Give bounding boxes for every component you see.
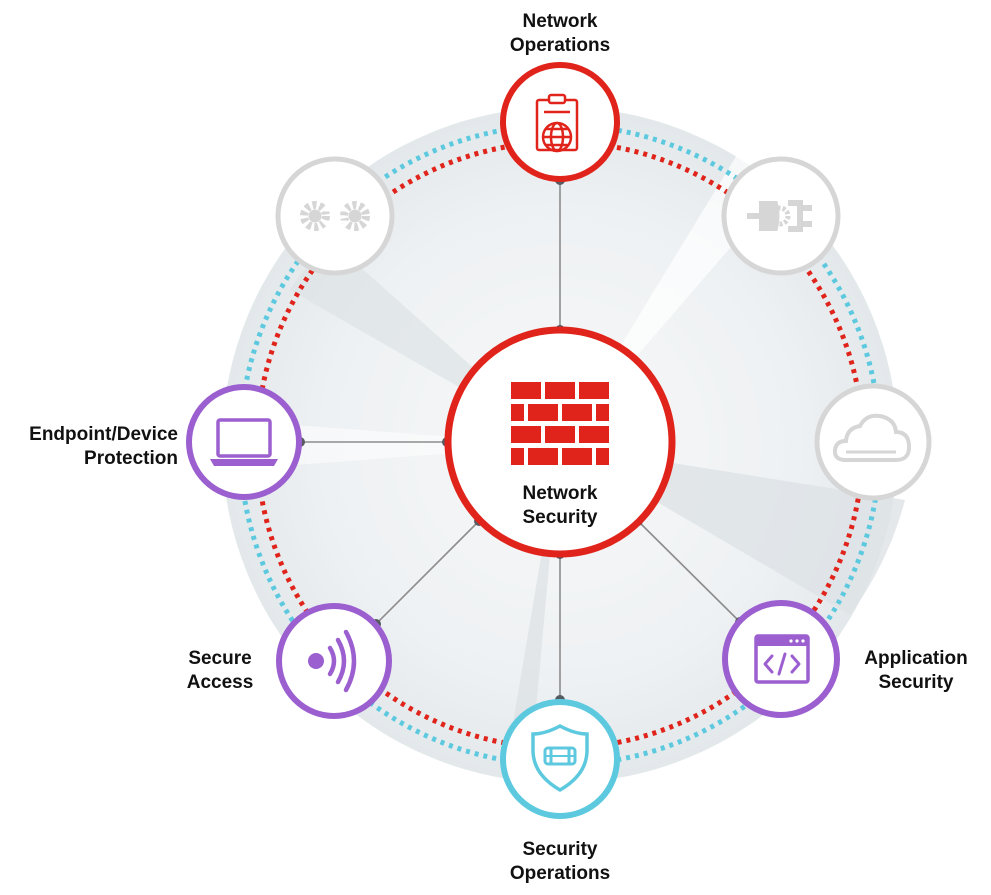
light-wedge [227, 420, 560, 470]
connector-secure-access [375, 520, 480, 625]
node-gears-inactive [275, 156, 395, 276]
node-security-operations [500, 699, 620, 819]
label-application-security: Application Security [864, 648, 968, 693]
connectors [300, 180, 741, 700]
center-node-network-security [444, 326, 676, 558]
code-window-icon [754, 634, 810, 684]
node-network-operations [500, 62, 620, 182]
label-secure-access: Secure Access [186, 648, 254, 693]
brick-firewall-icon [511, 382, 609, 465]
node-secure-access [276, 603, 392, 719]
node-cloud-inactive [814, 383, 932, 501]
shield-chip-icon [531, 724, 589, 793]
cloud-icon [832, 413, 912, 462]
gears-icon [300, 201, 370, 231]
connector-application-security [637, 520, 741, 623]
laptop-icon [210, 418, 278, 466]
node-application-security [722, 600, 840, 718]
plug-gear-icon [747, 200, 812, 232]
node-endpoint-device-protection [186, 384, 302, 500]
clipboard-globe-icon [535, 93, 579, 153]
label-network-operations: Network Operations [509, 11, 611, 56]
label-endpoint-device-protection: Endpoint/Device Protection [29, 424, 178, 469]
label-security-operations: Security Operations [509, 839, 611, 884]
node-plug-inactive [721, 156, 841, 276]
center-label: Network Security [522, 483, 598, 528]
wireless-signal-icon [308, 629, 357, 693]
